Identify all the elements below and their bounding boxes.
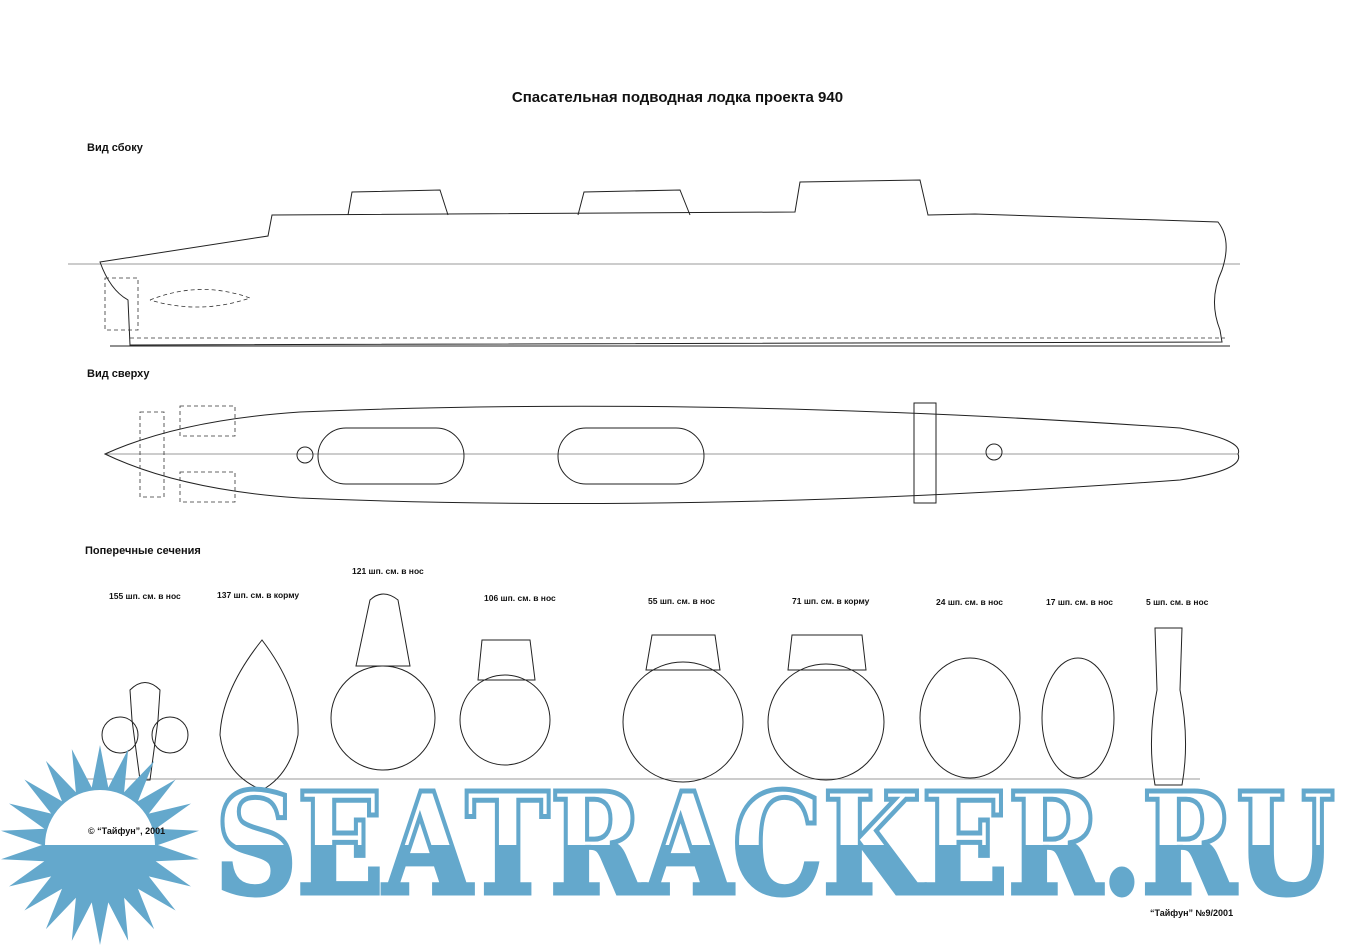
watermark-text: SEATRACKER.RU: [215, 763, 1335, 927]
section-label: 5 шп. см. в нос: [1146, 597, 1209, 607]
section-label: 24 шп. см. в нос: [936, 597, 1004, 607]
top-view-heading: Вид сверху: [87, 368, 150, 380]
section-label: 17 шп. см. в нос: [1046, 597, 1114, 607]
section-label: 55 шп. см. в нос: [648, 596, 716, 606]
section-label: 137 шп. см. в корму: [217, 590, 300, 600]
section-label: 106 шп. см. в нос: [484, 593, 556, 603]
section-label: 121 шп. см. в нос: [352, 566, 424, 576]
issue-text: “Тайфун” №9/2001: [1150, 908, 1234, 918]
section-label: 155 шп. см. в нос: [109, 591, 181, 601]
cross-sections: [85, 593, 1200, 791]
top-view-drawing: [103, 402, 1240, 505]
section-label: 71 шп. см. в корму: [792, 596, 870, 606]
page-title: Спасательная подводная лодка проекта 940: [511, 89, 844, 106]
sections-heading: Поперечные сечения: [85, 545, 201, 557]
side-view-heading: Вид сбоку: [87, 142, 143, 154]
copyright-text: © “Тайфун”, 2001: [88, 826, 166, 836]
side-view-drawing: [68, 179, 1240, 347]
sun-half-disc: [45, 790, 155, 845]
